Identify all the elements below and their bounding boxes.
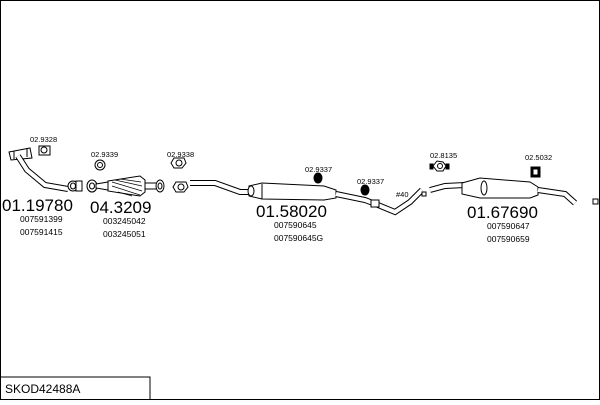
section-labels: 01.19780 007591399 007591415 04.3209 003… [2, 196, 538, 244]
part-number: 01.58020 [256, 202, 327, 221]
accessory-label: 02.9328 [30, 135, 57, 144]
rubber-hanger-icon [360, 184, 370, 196]
ref-number: 007591415 [20, 227, 63, 237]
diagram-code: SKOD42488A [5, 382, 80, 396]
accessories [38, 145, 541, 196]
rubber-mount-icon [530, 166, 541, 178]
accessory-note: #40 [396, 190, 409, 199]
ref-number: 007590659 [487, 234, 530, 244]
accessory-label: 02.9338 [167, 150, 194, 159]
rear-silencer [461, 177, 539, 199]
ref-number: 007590645 [274, 220, 317, 230]
part-number: 01.19780 [2, 196, 73, 215]
middle-silencer [248, 182, 337, 201]
accessory-label: 02.9337 [305, 165, 332, 174]
hanger-bracket-icon [429, 160, 450, 172]
gasket-icon [94, 159, 106, 171]
part-number: 01.67690 [467, 203, 538, 222]
accessory-label: 02.9339 [91, 150, 118, 159]
ref-number: 003245042 [103, 216, 146, 226]
accessory-label: 02.8135 [430, 151, 457, 160]
ref-number: 003245051 [103, 229, 146, 239]
clamp-icon [38, 145, 51, 156]
part-number: 04.3209 [90, 198, 151, 217]
exhaust-assembly [8, 147, 599, 216]
code-box [0, 376, 151, 400]
ref-number: 007591399 [20, 214, 63, 224]
ref-number: 007590645G [274, 233, 323, 243]
gasket-ring-icon [170, 157, 187, 169]
accessory-label: 02.5032 [525, 153, 552, 162]
ref-number: 007590647 [487, 221, 530, 231]
rubber-hanger-icon [313, 172, 323, 184]
accessory-label: 02.9337 [357, 177, 384, 186]
front-flange [8, 147, 33, 161]
accessory-labels: 02.9328 02.9339 02.9338 02.9337 02.9337 … [30, 135, 552, 199]
